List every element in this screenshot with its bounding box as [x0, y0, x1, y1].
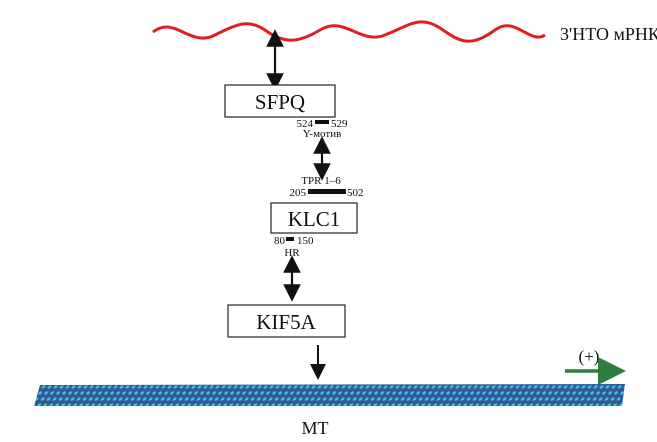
sfpq-label: SFPQ	[255, 90, 305, 114]
sfpq-start: 524	[297, 118, 314, 130]
sfpq-box	[224, 84, 336, 118]
klc1-hr-start: 80	[274, 235, 286, 247]
mrna-label: 3'НТО мРНК bclw	[560, 24, 657, 44]
klc1-hr-bar	[286, 237, 294, 241]
klc1-tpr-bar	[308, 189, 346, 194]
mrna-wave	[152, 20, 546, 43]
klc1-hr-end: 150	[297, 235, 314, 247]
plus-end-label: (+)	[579, 347, 600, 366]
klc1-box	[270, 202, 358, 234]
kif5a-label: KIF5A	[256, 310, 316, 334]
klc1-hr: HR	[284, 247, 300, 259]
sfpq-end: 529	[331, 118, 348, 130]
klc1-tpr-end: 502	[347, 187, 364, 199]
klc1-tpr: TPR 1–6	[301, 175, 341, 187]
kif5a-box	[227, 304, 346, 338]
microtubule-label: МТ	[302, 418, 329, 438]
microtubule	[34, 384, 625, 406]
sfpq-motif-bar	[315, 120, 329, 124]
sfpq-motif: Y-мотив	[303, 128, 342, 140]
klc1-label: KLC1	[288, 207, 341, 231]
klc1-tpr-start: 205	[290, 187, 307, 199]
